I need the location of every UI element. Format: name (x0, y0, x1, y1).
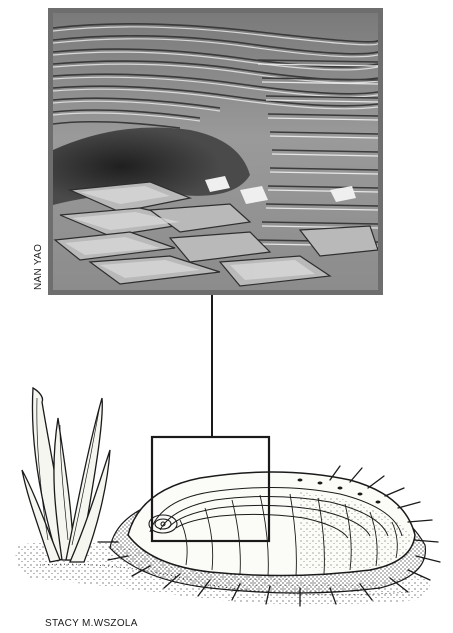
abalone-illustration (16, 388, 440, 606)
nacre-micrograph (48, 8, 383, 295)
seaweed (22, 388, 110, 562)
photo-credit: NAN YAO (33, 244, 44, 290)
illustration-credit: STACY M.WSZOLA (45, 618, 138, 629)
